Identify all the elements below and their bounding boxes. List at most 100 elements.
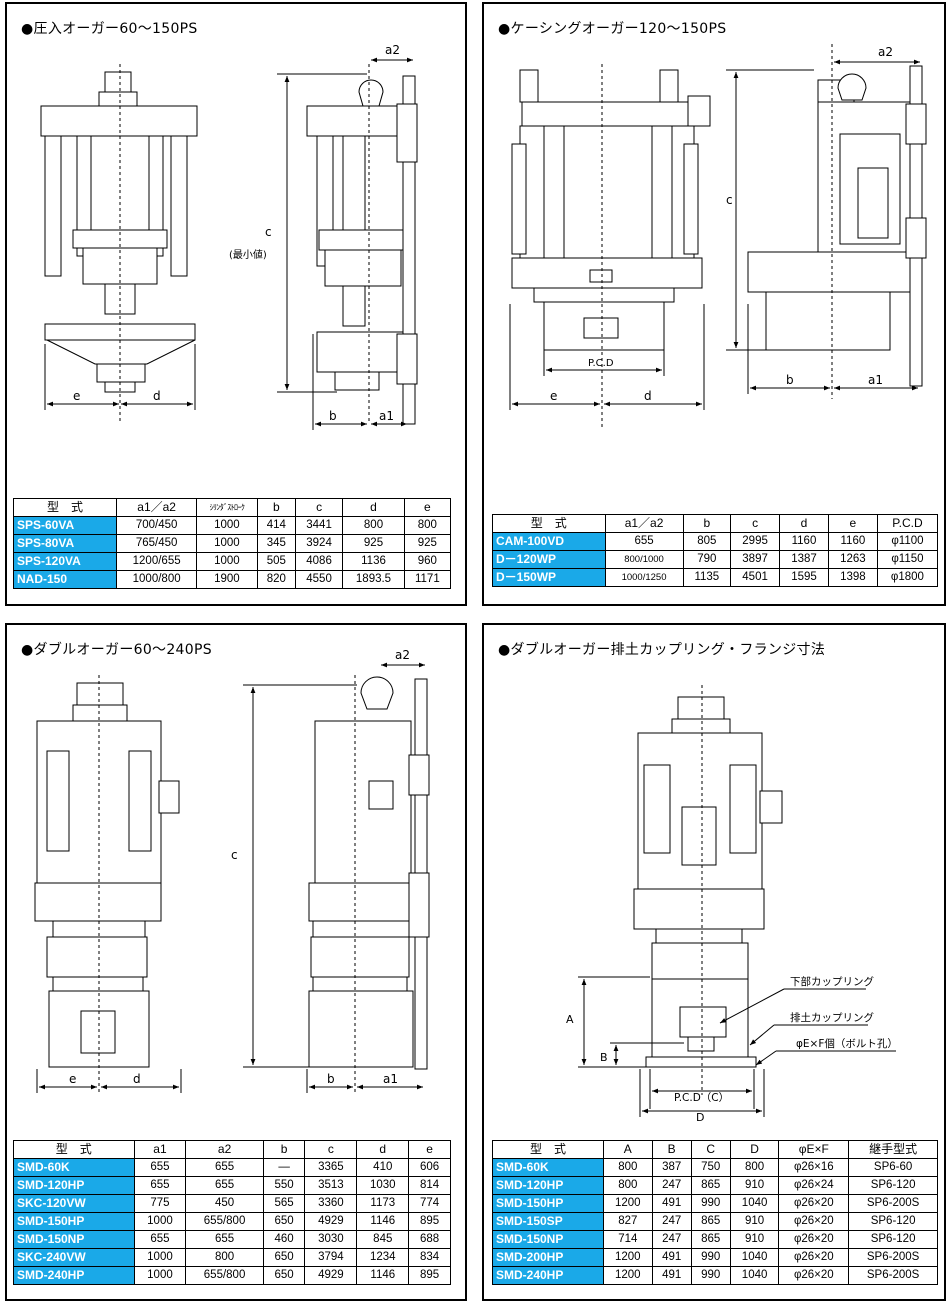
cell: 925 [403, 534, 452, 553]
cell: 1171 [403, 570, 452, 589]
cell: 1234 [356, 1248, 410, 1267]
col-header: a1／a2 [116, 498, 198, 517]
cell: 655/800 [185, 1266, 264, 1285]
cell: 865 [690, 1212, 731, 1231]
cell: 750 [690, 1158, 731, 1177]
col-header: e [408, 1140, 451, 1159]
dim-e: e [550, 389, 557, 403]
cell: 990 [690, 1266, 731, 1285]
cell: 910 [729, 1212, 780, 1231]
cell: 990 [690, 1248, 731, 1267]
cell: 3030 [304, 1230, 358, 1249]
table-row: SKC-240VW 1000 800 650 3794 1234 834 [13, 1248, 451, 1267]
cell: 450 [185, 1194, 264, 1213]
dim-c: c [265, 225, 272, 239]
cell: 491 [651, 1194, 692, 1213]
cell: 800 [403, 516, 452, 535]
cell: 1000 [196, 552, 258, 571]
cell: 845 [356, 1230, 410, 1249]
col-header: 継手型式 [848, 1140, 938, 1159]
cell: 387 [651, 1158, 692, 1177]
cell: φ26×20 [778, 1248, 850, 1267]
cell: 1200 [602, 1266, 653, 1285]
col-header: d [779, 514, 829, 533]
cell: 650 [262, 1248, 306, 1267]
dim-a1: a1 [383, 1072, 398, 1086]
cell: 800 [729, 1158, 780, 1177]
double-auger-drawing: a2 c e d b a1 [34, 648, 430, 1095]
cell: 805 [682, 532, 732, 551]
col-header: d [342, 498, 405, 517]
col-header: e [827, 514, 878, 533]
col-header: d [356, 1140, 410, 1159]
col-header: B [651, 1140, 692, 1159]
cell: 2995 [730, 532, 781, 551]
casing-auger-drawing: a2 c P.C.D e d b a1 [509, 44, 927, 429]
cell: 960 [403, 552, 452, 571]
cell: 800 [185, 1248, 264, 1267]
col-header: 型 式 [492, 1140, 604, 1159]
model-cell: SMD-150NP [13, 1230, 135, 1249]
cell: 655 [133, 1176, 187, 1195]
cell: 820 [256, 570, 296, 589]
cell: 775 [133, 1194, 187, 1213]
cell: 650 [262, 1212, 306, 1231]
col-header: P.C.D [876, 514, 939, 533]
cell: φ1150 [876, 550, 939, 569]
cell: 3360 [304, 1194, 358, 1213]
cell: 4550 [294, 570, 344, 589]
panel-double-auger: ●ダブルオーガー60～240PS [5, 623, 467, 1301]
cell: 990 [690, 1194, 731, 1213]
dim-a2: a2 [878, 45, 893, 59]
col-header: a2 [185, 1140, 264, 1159]
cell: 247 [651, 1212, 692, 1231]
table-row: SMD-150HP 1000 655/800 650 4929 1146 895 [13, 1212, 451, 1231]
col-header: C [690, 1140, 731, 1159]
cell: 1136 [342, 552, 405, 571]
cell: 655 [185, 1158, 264, 1177]
table-row: SMD-240HP 1200 491 990 1040 φ26×20 SP6-2… [492, 1266, 938, 1285]
cell: 910 [729, 1230, 780, 1249]
cell: SP6-120 [848, 1230, 938, 1249]
model-cell: D－120WP [492, 550, 606, 569]
dim-c-note: (最小値) [229, 248, 267, 261]
cell: 4086 [294, 552, 344, 571]
table-row: SMD-240HP 1000 655/800 650 4929 1146 895 [13, 1266, 451, 1285]
model-cell: SPS-120VA [12, 552, 118, 571]
cell: 1146 [356, 1212, 410, 1231]
table-row: SMD-150SP 827 247 865 910 φ26×20 SP6-120 [492, 1212, 938, 1231]
cell: — [262, 1158, 306, 1177]
cell: 1200 [602, 1194, 653, 1213]
cell: 895 [408, 1266, 451, 1285]
table-row: SPS-120VA 1200/655 1000 505 4086 1136 96… [12, 552, 452, 571]
callout-bolt-holes: φE×F個（ボルト孔） [796, 1037, 898, 1050]
cell: 655/800 [185, 1212, 264, 1231]
dim-b: b [327, 1072, 335, 1086]
cell: 834 [408, 1248, 451, 1267]
cell: 655 [133, 1230, 187, 1249]
dim-b: b [786, 373, 794, 387]
cell: 3441 [294, 516, 344, 535]
cell: 1000 [196, 516, 258, 535]
cell: 655 [185, 1230, 264, 1249]
col-header: c [304, 1140, 358, 1159]
press-auger-drawing: a2 c (最小値) e d b a1 [40, 43, 418, 430]
panel-press-auger: ●圧入オーガー60～150PS [5, 2, 467, 606]
dim-A: A [566, 1013, 574, 1026]
cell: 655 [604, 532, 684, 551]
model-cell: SKC-240VW [13, 1248, 135, 1267]
cell: 1387 [779, 550, 829, 569]
cell: 1040 [729, 1248, 780, 1267]
dim-pcd: P.C.D（C） [674, 1092, 729, 1104]
table-row: D－150WP 1000/1250 1135 4501 1595 1398 φ1… [492, 568, 939, 587]
cell: 1000 [133, 1248, 187, 1267]
cell: 1263 [827, 550, 878, 569]
cell: φ26×20 [778, 1194, 850, 1213]
dim-d: d [153, 389, 161, 403]
model-cell: SPS-80VA [12, 534, 118, 553]
dim-e: e [69, 1072, 76, 1086]
spec-table: 型 式 A B C D φE×F 継手型式 SMD-60K 800 387 75… [492, 1140, 938, 1285]
cell: 565 [262, 1194, 306, 1213]
spec-table: 型 式 a1 a2 b c d e SMD-60K 655 655 — 3365… [13, 1140, 451, 1285]
cell: 4929 [304, 1266, 358, 1285]
